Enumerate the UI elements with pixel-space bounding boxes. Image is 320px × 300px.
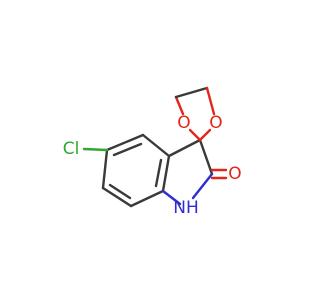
bond-c3-c2 [198, 138, 214, 176]
bond-c2-n1 [191, 172, 214, 200]
bond-double-c7a-c3a [154, 158, 163, 188]
lactam-ring [161, 138, 214, 206]
bond-c7-c7a [129, 189, 165, 208]
bond-c3a-c3 [167, 138, 202, 158]
bond-ch2-ch2 [174, 86, 209, 99]
bond-c5-cl [82, 147, 109, 152]
chlorine-label: Cl [63, 139, 80, 159]
bond-c5-c6 [101, 148, 109, 190]
bond-n1-c7a [161, 189, 182, 206]
dioxolane-ring [174, 86, 216, 142]
oxygen-carbonyl-label: O [228, 164, 241, 184]
bond-c7a-c3a [161, 154, 171, 193]
benzene-ring [101, 133, 171, 208]
bond-c3-o-left [188, 128, 202, 142]
oxygen-right-label: O [209, 113, 222, 133]
bond-c3-o-right [198, 128, 212, 142]
bond-double-c6-c7 [108, 183, 132, 200]
bond-double-c4-c5 [112, 142, 143, 157]
spiro-oxindole-structure: Cl O O O NH [63, 86, 242, 218]
bond-c4-c5 [105, 133, 145, 152]
bond-c6-c7 [101, 186, 133, 208]
bond-c3a-c4 [141, 133, 171, 158]
bond-ch2-o-right [205, 86, 216, 116]
bond-o-left-ch2 [174, 95, 185, 116]
nitrogen-h-label: NH [173, 198, 199, 218]
oxygen-left-label: O [177, 113, 190, 133]
